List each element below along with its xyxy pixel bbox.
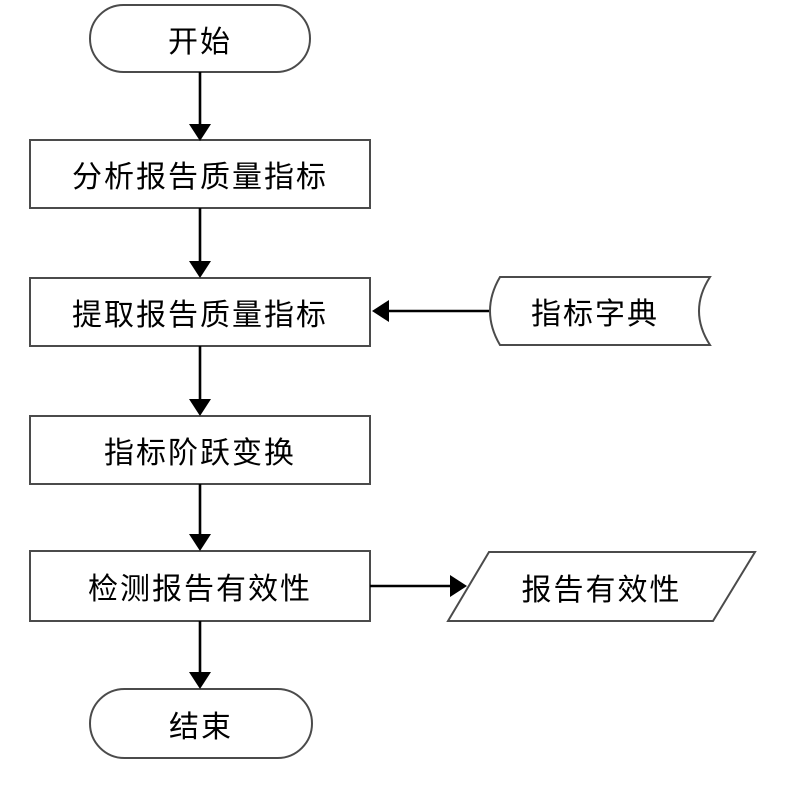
process-detect-shape [29,550,371,622]
arrow-detect-to-end [189,621,211,689]
end-terminator-shape [89,688,313,759]
process-extract-shape [29,277,371,347]
arrow-start-to-analyze [189,72,211,141]
arrow-dictionary-to-extract [372,300,489,322]
arrow-extract-to-transform [189,346,211,416]
process-analyze-shape [29,139,371,209]
io-report-validity-shape [446,551,757,622]
stored-data-dictionary-shape [489,276,712,346]
arrow-detect-to-report-validity [370,575,467,597]
process-transform-shape [29,415,371,485]
arrow-analyze-to-extract [189,208,211,278]
start-terminator-shape [89,4,311,73]
arrow-transform-to-detect [189,484,211,551]
